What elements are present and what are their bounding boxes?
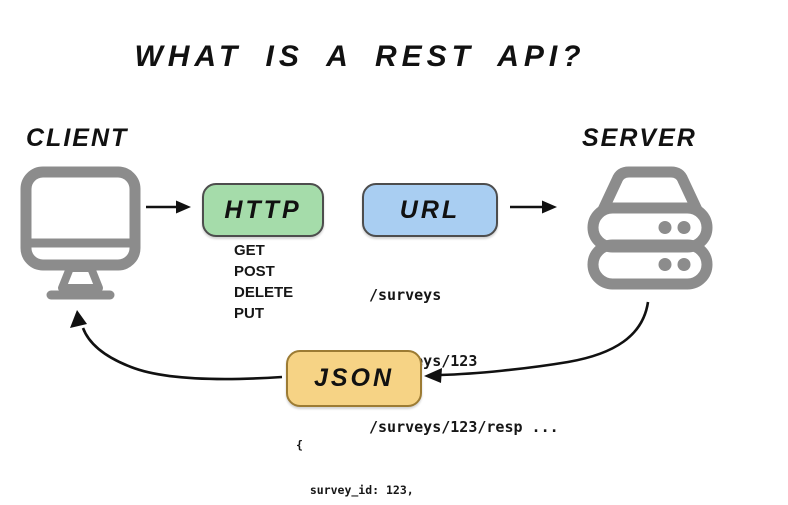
http-method: GET [234, 242, 265, 259]
json-code-line: survey_id: 123, [296, 483, 414, 497]
json-label: JSON [313, 364, 395, 392]
http-methods-list: GET POST DELETE PUT [234, 240, 293, 324]
json-code-block: { survey_id: 123, score: 9, message: "am… [296, 408, 462, 505]
json-code-line: { [296, 438, 303, 452]
http-method: POST [234, 263, 275, 280]
url-path: /surveys/123/resp ... [369, 418, 559, 436]
http-method: PUT [234, 305, 264, 322]
client-label: CLIENT [26, 124, 129, 152]
json-box: JSON [286, 350, 422, 407]
arrow-json-to-client [58, 303, 293, 385]
url-box: URL [362, 183, 498, 237]
http-method: DELETE [234, 284, 294, 301]
monitor-icon [18, 164, 143, 304]
arrow-server-to-json [418, 294, 663, 389]
url-label: URL [399, 195, 461, 224]
arrow-url-to-server [507, 196, 561, 218]
http-box: HTTP [202, 183, 324, 237]
http-label: HTTP [224, 195, 302, 224]
url-path: /surveys [369, 286, 442, 304]
server-label: SERVER [582, 124, 697, 152]
page-title: WHAT IS A REST API? [134, 40, 586, 73]
server-icon [580, 158, 720, 298]
arrow-client-to-http [144, 196, 194, 218]
